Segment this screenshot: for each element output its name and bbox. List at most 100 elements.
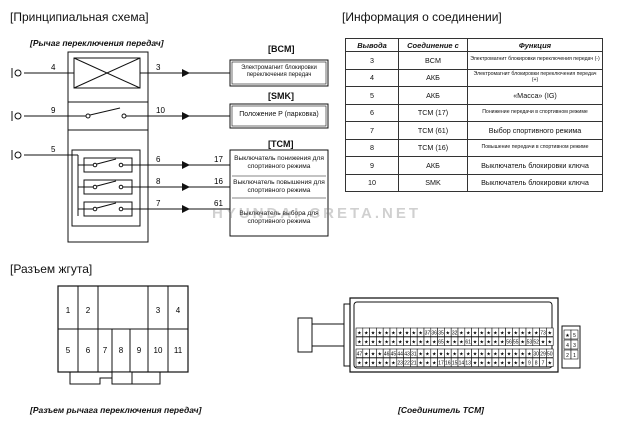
tcm-star-marker: ★ bbox=[493, 352, 498, 358]
harness-title: [Разъем жгута] bbox=[10, 262, 93, 276]
pin-label-3: 3 bbox=[156, 63, 161, 72]
tcm-pin-number: 22 bbox=[404, 361, 410, 367]
tcm-star-marker: ★ bbox=[446, 331, 451, 337]
tcm-star-marker: ★ bbox=[364, 331, 369, 337]
tcm-star-marker: ★ bbox=[371, 361, 376, 367]
lever-pin-number: 6 bbox=[86, 346, 91, 355]
lever-pin-number: 9 bbox=[137, 346, 142, 355]
connected-to-cell: АКБ bbox=[398, 86, 468, 105]
tcm-pin-number: 43 bbox=[404, 352, 410, 358]
tcm-star-marker: ★ bbox=[548, 340, 553, 346]
tcm-star-marker: ★ bbox=[412, 331, 417, 337]
function-cell: Выключатель блокировки ключа bbox=[467, 156, 603, 175]
tcm-star-marker: ★ bbox=[466, 352, 471, 358]
tcm-label: [TCM] bbox=[268, 139, 294, 149]
tcm-star-marker: ★ bbox=[398, 340, 403, 346]
tcm-pin-number: 37 bbox=[425, 331, 431, 337]
connected-to-cell: АКБ bbox=[398, 156, 468, 175]
tcm-star-marker: ★ bbox=[378, 361, 383, 367]
lever-pin-number: 5 bbox=[66, 346, 71, 355]
lever-pin-number: 4 bbox=[176, 306, 181, 315]
function-cell: Электромагнит блокировки переключения пе… bbox=[467, 51, 603, 70]
tcm-star-marker: ★ bbox=[520, 361, 525, 367]
column-header: Функция bbox=[467, 38, 603, 52]
tcm-pin-number: 1 bbox=[573, 353, 576, 359]
tcm-star-marker: ★ bbox=[418, 340, 423, 346]
watermark: HYUNDAI-CRETA.NET bbox=[212, 205, 422, 222]
tcm-pin-number: 65 bbox=[438, 340, 444, 346]
tcm-star-marker: ★ bbox=[418, 361, 423, 367]
connected-to-cell: BCM bbox=[398, 51, 468, 70]
tcm-star-marker: ★ bbox=[493, 340, 498, 346]
tcm-pin-number: 16 bbox=[445, 361, 451, 367]
tcm-pin-number: 9 bbox=[528, 361, 531, 367]
tcm-star-marker: ★ bbox=[432, 340, 437, 346]
tcm-connector-caption: [Соединитель TCM] bbox=[398, 405, 484, 415]
tcm-star-marker: ★ bbox=[527, 352, 532, 358]
function-cell: Электромагнит блокировки переключения пе… bbox=[467, 68, 603, 87]
tcm-star-marker-cell bbox=[546, 357, 554, 367]
lever-outer-box bbox=[67, 51, 149, 243]
tcm-pin-61: 61 bbox=[214, 199, 223, 208]
tcm-pin-number: 56 bbox=[506, 340, 512, 346]
tcm-star-marker: ★ bbox=[514, 331, 519, 337]
schematic-title: [Принципиальная схема] bbox=[10, 10, 149, 24]
tcm-star-marker: ★ bbox=[486, 361, 491, 367]
tcm-star-marker: ★ bbox=[507, 352, 512, 358]
tcm-box-text-1: Выключатель понижения для спортивного ре… bbox=[234, 155, 324, 170]
tcm-star-marker: ★ bbox=[486, 331, 491, 337]
tcm-box-text-2: Выключатель повышения для спортивного ре… bbox=[233, 179, 325, 194]
tcm-star-marker: ★ bbox=[541, 340, 546, 346]
tcm-pin-number: 2 bbox=[566, 353, 569, 359]
tcm-box bbox=[229, 149, 329, 237]
tcm-star-marker: ★ bbox=[439, 352, 444, 358]
tcm-star-marker: ★ bbox=[480, 331, 485, 337]
tcm-star-marker: ★ bbox=[527, 331, 532, 337]
tcm-pin-number-cell bbox=[546, 348, 554, 358]
pin-cell: 10 bbox=[345, 173, 399, 192]
tcm-star-marker: ★ bbox=[371, 340, 376, 346]
tcm-star-marker: ★ bbox=[364, 352, 369, 358]
lever-pin-number: 3 bbox=[156, 306, 161, 315]
tcm-star-marker: ★ bbox=[500, 331, 505, 337]
pin-cell: 6 bbox=[345, 103, 399, 122]
tcm-star-marker: ★ bbox=[371, 352, 376, 358]
tcm-pin-number: 46 bbox=[384, 352, 390, 358]
tcm-pin-number: 29 bbox=[540, 352, 546, 358]
tcm-star-marker: ★ bbox=[459, 352, 464, 358]
tcm-star-marker: ★ bbox=[514, 361, 519, 367]
schematic-diagram: 4 9 5 3 10 6 8 7 17 16 61 bbox=[11, 51, 329, 243]
tcm-star-marker: ★ bbox=[548, 361, 553, 367]
tcm-pin-number: 21 bbox=[411, 361, 417, 367]
pin-cell: 5 bbox=[345, 86, 399, 105]
smk-box bbox=[229, 103, 329, 129]
pin-label-4: 4 bbox=[51, 63, 56, 72]
switch-contact bbox=[85, 113, 91, 119]
tcm-star-marker: ★ bbox=[357, 331, 362, 337]
tcm-star-marker: ★ bbox=[371, 331, 376, 337]
tcm-star-marker: ★ bbox=[432, 361, 437, 367]
tcm-star-marker: ★ bbox=[378, 340, 383, 346]
tcm-star-marker: ★ bbox=[480, 361, 485, 367]
tcm-star-marker: ★ bbox=[500, 361, 505, 367]
bcm-label: [BCM] bbox=[268, 44, 295, 54]
smk-box-text: Положение P (парковка) bbox=[239, 111, 319, 118]
tcm-star-marker: ★ bbox=[565, 333, 570, 339]
function-cell: Выключатель блокировки ключа bbox=[467, 173, 603, 192]
tcm-star-marker: ★ bbox=[520, 331, 525, 337]
switch-contact bbox=[121, 113, 127, 119]
tcm-star-marker: ★ bbox=[459, 331, 464, 337]
tcm-pin-number: 52 bbox=[533, 340, 539, 346]
tcm-star-marker: ★ bbox=[480, 352, 485, 358]
tcm-box-text-3: Выключатель выбора для спортивного режим… bbox=[239, 210, 319, 225]
switch-blade bbox=[89, 107, 121, 116]
tcm-star-marker: ★ bbox=[364, 361, 369, 367]
tcm-pin-number: 5 bbox=[573, 333, 576, 339]
tcm-pin-number: 55 bbox=[513, 340, 519, 346]
